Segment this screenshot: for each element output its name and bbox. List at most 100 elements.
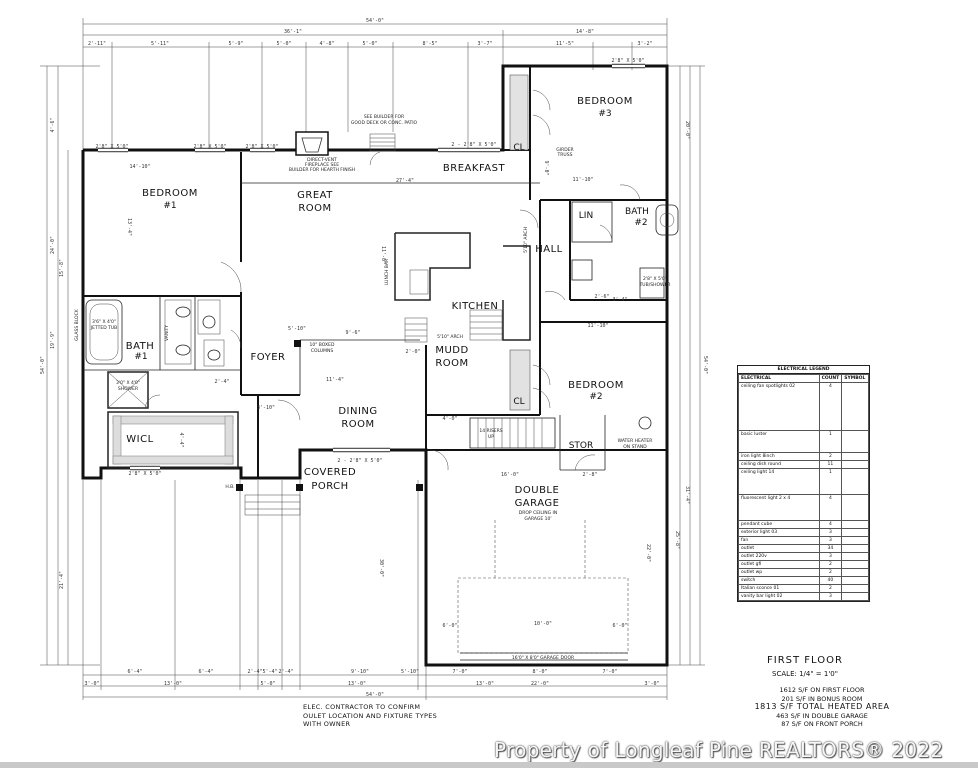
electrical-note-line: ELEC. CONTRACTOR TO CONFIRM <box>303 703 421 711</box>
electrical-note-line: OULET LOCATION AND FIXTURE TYPES <box>303 711 438 720</box>
dim-seg: 13'-0" <box>476 681 494 687</box>
note-tub-2: JETTED TUB <box>90 325 117 331</box>
note-risers-2: UP <box>488 434 494 440</box>
dim-seg: 3'-7" <box>477 41 492 47</box>
dim-dining-w: 11'-4" <box>326 377 344 383</box>
room-dining-label-2: ROOM <box>341 419 374 430</box>
area-line: 87 S/F ON FRONT PORCH <box>781 720 863 728</box>
dim-top-right: 14'-8" <box>576 29 594 35</box>
dim-seg: 2'-4" <box>278 669 293 675</box>
dim-garage-w: 16'-0" <box>501 472 519 478</box>
dim-misc: 30'-0" <box>378 559 384 577</box>
area-line: 463 S/F IN DOUBLE GARAGE <box>776 711 868 720</box>
room-bath2-number: #2 <box>634 218 647 228</box>
dim-misc: 3'-4" <box>612 297 627 303</box>
dim-misc: 4'-4" <box>178 432 184 447</box>
dim-seg: 8'-0" <box>532 669 547 675</box>
note-fireplace-2: FIREPLACE SEE <box>305 162 339 168</box>
note-tub2: 2'8" X 5'0" <box>643 276 667 282</box>
dim-seg: 6'-4" <box>127 669 142 675</box>
note-water-heater-2: ON STAND <box>623 444 647 450</box>
dim-seg: 11'-5" <box>556 41 574 47</box>
room-bath1-number: #1 <box>134 352 147 362</box>
dim-seg: 13'-0" <box>164 681 182 687</box>
note-girder-2: TRUSS <box>557 152 573 158</box>
room-cl1-label: CL <box>513 143 524 153</box>
dim-misc: 2'-4" <box>214 379 229 385</box>
room-mudd-label: MUDD <box>435 345 468 356</box>
room-cl2-label: CL <box>513 397 524 407</box>
area-line-total: 1813 S/F TOTAL HEATED AREA <box>754 702 890 711</box>
exterior-walls <box>81 64 669 667</box>
dim-misc: 9'-6" <box>345 330 360 336</box>
dim-seg: 6'-4" <box>198 669 213 675</box>
dim-seg: 5'-10" <box>401 669 419 675</box>
plan-title: FIRST FLOOR <box>767 655 843 666</box>
legend-header: SYMBOL <box>841 374 869 383</box>
note-vanity: VANITY <box>164 325 170 341</box>
dim-misc: 9'-0" <box>543 160 549 175</box>
dim-seg: 2'-4" <box>247 669 262 675</box>
dim-misc: 25'-8" <box>674 531 680 549</box>
room-bedroom2-number: #2 <box>589 392 602 402</box>
dim-misc: 5'-10" <box>288 326 306 332</box>
room-wicl-label: WICL <box>126 434 153 445</box>
dim-bedroom1-h: 13'-4" <box>126 218 132 236</box>
dim-misc: 6'-0" <box>612 623 627 629</box>
room-garage-label-2: GARAGE <box>515 498 560 509</box>
room-labels: BEDROOM #1 GREAT ROOM BREAKFAST BEDROOM … <box>126 96 649 509</box>
note-fireplace: DIRECT-VENT <box>307 157 337 163</box>
note-garage-ceiling: DROP CEILING IN <box>519 510 557 516</box>
dim-seg: 5'-0" <box>362 41 377 47</box>
area-line: 201 S/F IN BONUS ROOM <box>781 694 863 703</box>
dim-seg: 7'-0" <box>452 669 467 675</box>
electrical-note-line: WITH OWNER <box>303 720 351 728</box>
note-risers: 14 RISERS <box>479 428 502 434</box>
note-arch1: 5'10" ARCH <box>523 227 529 253</box>
room-foyer-label: FOYER <box>251 352 286 363</box>
dim-seg: 3'-2" <box>637 41 652 47</box>
room-porch-label: COVERED <box>304 467 356 478</box>
dim-right-total: 54'-0" <box>702 356 708 374</box>
dim-misc: 2'-0" <box>405 349 420 355</box>
dim-window: 2'8" X 5'0" <box>95 144 128 150</box>
room-bedroom1-label: BEDROOM <box>142 188 198 199</box>
dim-window: 2'8" X 5'0" <box>245 144 278 150</box>
dim-window: 2'8" X 5'0" <box>193 144 226 150</box>
note-garage-ceiling-2: GARAGE 10' <box>524 516 551 522</box>
plan-notes: SEE BUILDER FOR GOOD DECK OR CONC. PATIO… <box>74 114 670 661</box>
dim-seg: 2'-11" <box>88 41 106 47</box>
note-tub: 3'6" X 4'0" <box>92 319 116 325</box>
dim-window: 2'8" X 5'0" <box>128 471 161 477</box>
room-bedroom1-number: #1 <box>163 201 176 211</box>
dim-misc: 3'-10" <box>257 405 275 411</box>
dim-misc: 20'-0" <box>684 121 690 139</box>
dim-seg: 5'-4" <box>262 669 277 675</box>
area-summary: 1612 S/F ON FIRST FLOOR 201 S/F IN BONUS… <box>712 686 932 729</box>
dim-misc: 2'-6" <box>594 294 609 300</box>
dim-misc: 6'-0" <box>442 623 457 629</box>
dim-seg: 3'-0" <box>84 681 99 687</box>
room-hall-label: HALL <box>535 244 563 255</box>
dim-bedroom2-w: 11'-10" <box>587 323 608 329</box>
dim-misc: 11'-6" <box>380 246 386 264</box>
bottom-dimensions: 54'-0" 3'-0" 13'-0" 5'-0" 13'-0" 13'-0" … <box>82 480 668 700</box>
note-deck: SEE BUILDER FOR <box>364 114 404 120</box>
side-dimensions: 54'-0" 54'-0" <box>40 65 708 666</box>
dim-seg: 3'-0" <box>644 681 659 687</box>
note-lunch-bar: LUNCH BAR <box>384 259 390 285</box>
dim-misc: 15'-8" <box>59 259 65 277</box>
dim-misc: 31'-4" <box>684 486 690 504</box>
note-deck-2: GOOD DECK OR CONC. PATIO <box>351 120 418 126</box>
dim-misc: 10'-0" <box>534 621 552 627</box>
top-dimensions: 54'-0" 36'-1" 14'-8" 2'-11" 5'-11" 5'-9"… <box>82 18 668 150</box>
